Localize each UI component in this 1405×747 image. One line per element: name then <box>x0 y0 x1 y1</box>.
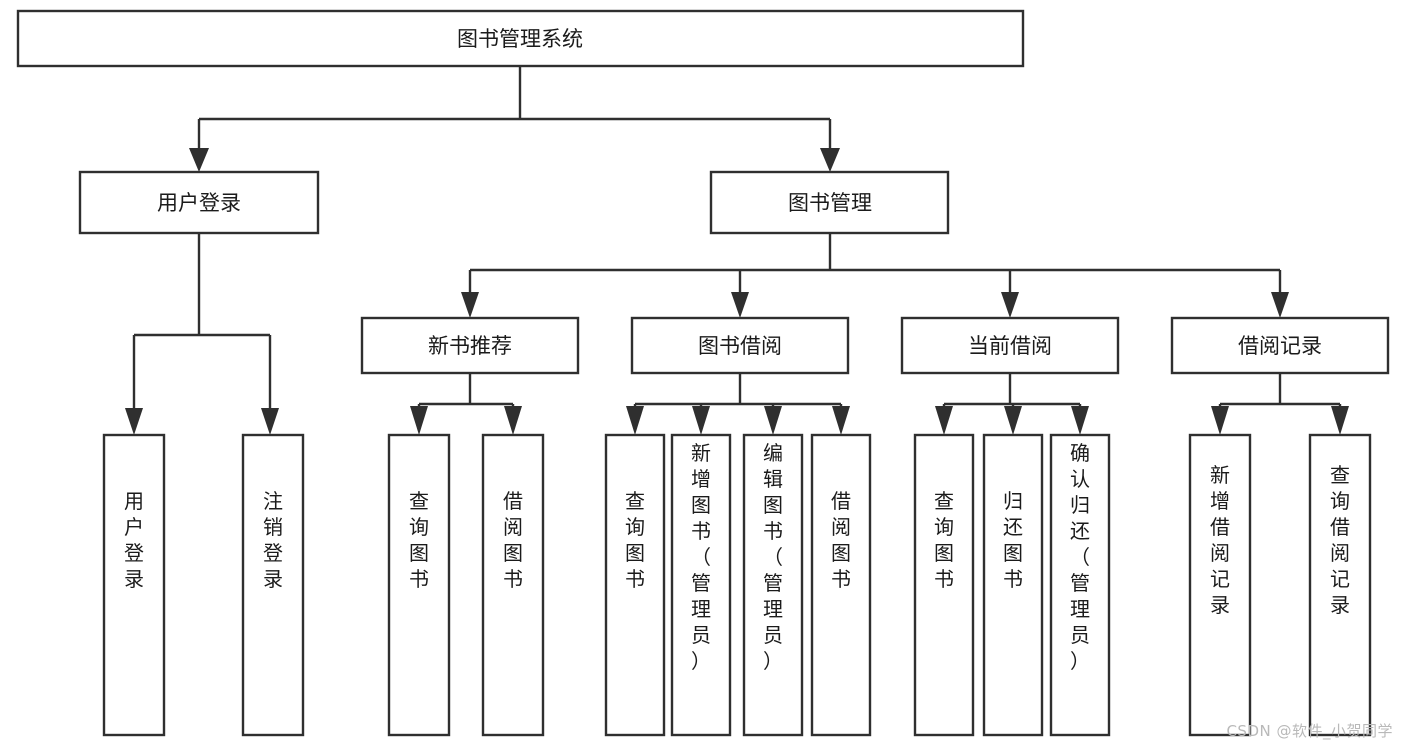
node-leaf-borrow-book-1-label: 借阅图书 <box>503 489 523 591</box>
node-leaf-edit-book[interactable]: 编辑图书（管理员） <box>742 433 804 737</box>
node-new-book-recommend[interactable]: 新书推荐 <box>360 316 580 375</box>
node-leaf-borrow-book-2[interactable]: 借阅图书 <box>810 433 872 737</box>
node-book-management[interactable]: 图书管理 <box>709 170 950 235</box>
node-leaf-confirm-return-label: 确认归还（管理员） <box>1070 441 1090 673</box>
csdn-watermark: CSDN @软件_小贺同学 <box>1226 722 1393 740</box>
arrow-head-book-management <box>820 148 840 172</box>
node-leaf-user-logout-box[interactable] <box>241 433 305 737</box>
node-book-management-box[interactable] <box>709 170 950 235</box>
node-leaf-query-book-2-box[interactable] <box>604 433 666 737</box>
node-leaf-add-book-label: 新增图书（管理员） <box>691 441 711 673</box>
node-leaf-return-book[interactable]: 归还图书 <box>982 433 1044 737</box>
node-new-book-recommend-box[interactable] <box>360 316 580 375</box>
node-leaf-confirm-return[interactable]: 确认归还（管理员） <box>1049 433 1111 737</box>
node-current-borrow[interactable]: 当前借阅 <box>900 316 1120 375</box>
node-leaf-query-book-3[interactable]: 查询图书 <box>913 433 975 737</box>
node-leaf-add-record-box[interactable] <box>1188 433 1252 737</box>
node-leaf-query-record-box[interactable] <box>1308 433 1372 737</box>
node-leaf-borrow-book-2-label: 借阅图书 <box>831 489 851 591</box>
node-leaf-user-login-box[interactable] <box>102 433 166 737</box>
node-root-box[interactable] <box>16 9 1025 68</box>
arrow-head-leaf-return-book <box>1004 406 1022 435</box>
node-leaf-return-book-label: 归还图书 <box>1003 489 1023 591</box>
node-leaf-query-record-label: 查询借阅记录 <box>1330 463 1350 617</box>
connector-layer <box>125 66 1349 435</box>
node-user-login-box[interactable] <box>78 170 320 235</box>
node-leaf-edit-book-box[interactable] <box>742 433 804 737</box>
arrow-head-leaf-add-record <box>1211 406 1229 435</box>
node-leaf-add-record-label: 新增借阅记录 <box>1210 463 1230 617</box>
node-borrow-record-label: 借阅记录 <box>1238 334 1322 358</box>
arrow-head-leaf-add-book <box>692 406 710 435</box>
node-book-borrow-box[interactable] <box>630 316 850 375</box>
node-leaf-user-logout-label: 注销登录 <box>263 489 283 591</box>
arrow-head-leaf-query-book-2 <box>626 406 644 435</box>
arrow-head-leaf-user-logout <box>261 408 279 435</box>
node-new-book-recommend-label: 新书推荐 <box>428 334 512 358</box>
arrow-head-leaf-query-book-1 <box>410 406 428 435</box>
arrow-head-leaf-query-record <box>1331 406 1349 435</box>
node-leaf-query-record[interactable]: 查询借阅记录 <box>1308 433 1372 737</box>
node-root-label: 图书管理系统 <box>457 27 583 51</box>
node-leaf-user-login-label: 用户登录 <box>124 489 144 591</box>
node-leaf-query-book-1-box[interactable] <box>387 433 451 737</box>
node-leaf-query-book-1[interactable]: 查询图书 <box>387 433 451 737</box>
node-leaf-user-logout[interactable]: 注销登录 <box>241 433 305 737</box>
node-user-login[interactable]: 用户登录 <box>78 170 320 235</box>
node-book-management-label: 图书管理 <box>788 191 872 215</box>
node-leaf-add-book-box[interactable] <box>670 433 732 737</box>
node-leaf-borrow-book-2-box[interactable] <box>810 433 872 737</box>
node-leaf-edit-book-label: 编辑图书（管理员） <box>763 441 783 673</box>
node-leaf-borrow-book-1[interactable]: 借阅图书 <box>481 433 545 737</box>
arrow-head-leaf-edit-book <box>764 406 782 435</box>
arrow-head-leaf-confirm-return <box>1071 406 1089 435</box>
node-current-borrow-box[interactable] <box>900 316 1120 375</box>
node-leaf-query-book-3-label: 查询图书 <box>934 489 954 591</box>
node-current-borrow-label: 当前借阅 <box>968 334 1052 358</box>
arrow-head-leaf-borrow-book-1 <box>504 406 522 435</box>
node-leaf-borrow-book-1-box[interactable] <box>481 433 545 737</box>
node-leaf-add-record[interactable]: 新增借阅记录 <box>1188 433 1252 737</box>
node-book-borrow-label: 图书借阅 <box>698 334 782 358</box>
arrow-head-current-borrow <box>1001 292 1019 318</box>
node-leaf-query-book-2[interactable]: 查询图书 <box>604 433 666 737</box>
arrow-head-new-book-recommend <box>461 292 479 318</box>
arrow-head-user-login <box>189 148 209 172</box>
node-book-borrow[interactable]: 图书借阅 <box>630 316 850 375</box>
node-leaf-query-book-2-label: 查询图书 <box>625 489 645 591</box>
node-leaf-query-book-1-label: 查询图书 <box>409 489 429 591</box>
arrow-head-leaf-user-login <box>125 408 143 435</box>
arrow-head-leaf-borrow-book-2 <box>832 406 850 435</box>
arrow-head-leaf-query-book-3 <box>935 406 953 435</box>
node-leaf-query-book-3-box[interactable] <box>913 433 975 737</box>
node-borrow-record[interactable]: 借阅记录 <box>1170 316 1390 375</box>
node-leaf-confirm-return-box[interactable] <box>1049 433 1111 737</box>
node-user-login-label: 用户登录 <box>157 191 241 215</box>
node-leaf-user-login[interactable]: 用户登录 <box>102 433 166 737</box>
node-leaf-add-book[interactable]: 新增图书（管理员） <box>670 433 732 737</box>
node-borrow-record-box[interactable] <box>1170 316 1390 375</box>
node-root[interactable]: 图书管理系统 <box>16 9 1025 68</box>
arrow-head-borrow-record <box>1271 292 1289 318</box>
arrow-head-book-borrow <box>731 292 749 318</box>
node-leaf-return-book-box[interactable] <box>982 433 1044 737</box>
